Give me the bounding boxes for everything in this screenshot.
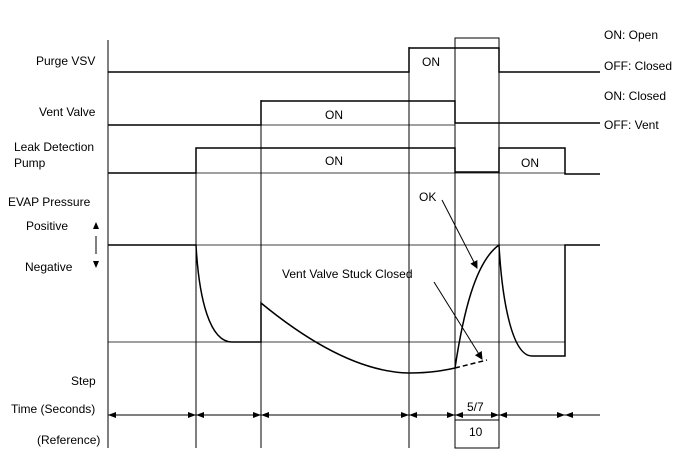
vent-off-state-label: OFF: Vent	[604, 118, 659, 132]
time-label: Time (Seconds)	[11, 402, 96, 416]
reference-label: (Reference)	[37, 433, 101, 447]
time-boundaries	[195, 47, 410, 448]
vent-valve-signal	[108, 100, 600, 126]
positive-label: Positive	[26, 219, 69, 233]
ok-annotation: OK	[419, 190, 437, 204]
purge-vsv-label: Purge VSV	[36, 54, 96, 68]
evap-pressure-label: EVAP Pressure	[8, 195, 91, 209]
evap-pressure-curve	[108, 243, 600, 374]
window-reference-value: 10	[469, 425, 483, 439]
arrow-up	[93, 222, 99, 229]
arrow-down	[93, 261, 99, 268]
pump-on-label-2: ON	[521, 156, 539, 170]
vent-valve-label: Vent Valve	[39, 105, 96, 119]
window-time-value: 5/7	[467, 400, 484, 414]
stuck-leader	[433, 281, 483, 360]
purge-vsv-signal	[108, 47, 600, 73]
step-label: Step	[71, 374, 96, 388]
leak-pump-signal	[108, 147, 600, 175]
vent-on-label: ON	[325, 108, 343, 122]
purge-on-label: ON	[422, 55, 440, 69]
leak-pump-label-line2: Pump	[14, 156, 46, 170]
negative-label: Negative	[25, 260, 73, 274]
pump-on-label-1: ON	[325, 154, 343, 168]
purge-on-state-label: ON: Open	[604, 28, 659, 42]
vent-on-state-label: ON: Closed	[604, 89, 667, 103]
ok-leader	[441, 199, 478, 269]
time-window-box	[454, 37, 500, 449]
leak-pump-label-line1: Leak Detection	[14, 140, 95, 154]
time-arrows	[108, 412, 573, 418]
purge-off-state-label: OFF: Closed	[604, 59, 673, 73]
stuck-closed-annotation: Vent Valve Stuck Closed	[282, 267, 413, 281]
stuck-closed-dashed	[454, 359, 488, 369]
